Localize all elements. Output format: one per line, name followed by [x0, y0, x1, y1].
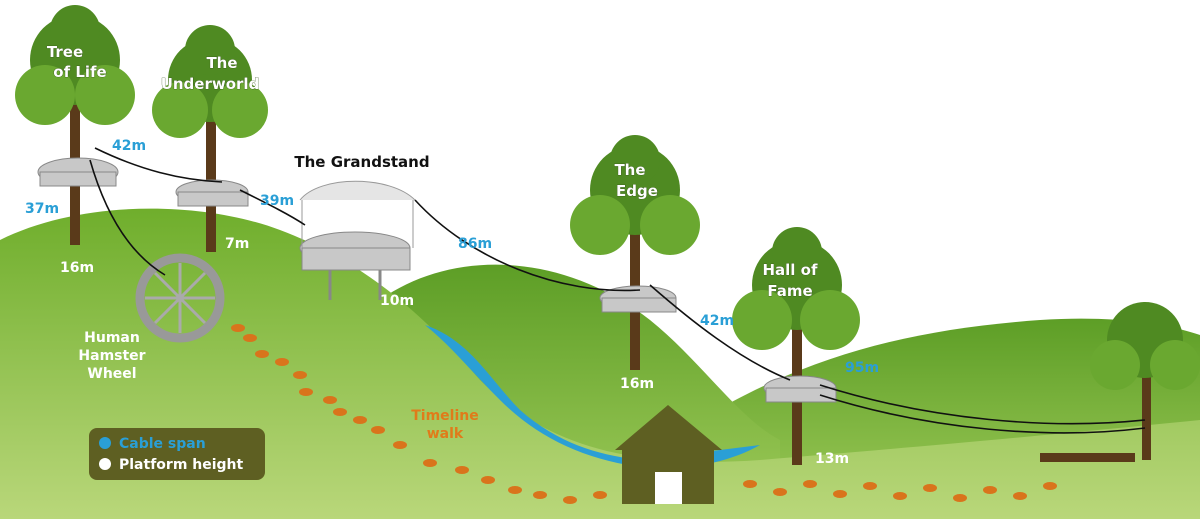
- front-hill: [0, 208, 1200, 519]
- cables: [89, 147, 1146, 434]
- station-name: Fame: [767, 282, 812, 300]
- station-name: Edge: [616, 182, 658, 200]
- station-name: Tree: [47, 43, 83, 61]
- timeline-label: walk: [427, 426, 464, 442]
- legend-cable-span: Cable span: [119, 436, 206, 452]
- cable-span: 95m: [845, 360, 879, 376]
- cable-span: 42m: [700, 313, 734, 329]
- station-name: Hall of: [762, 261, 817, 279]
- station-name: The: [206, 54, 237, 72]
- hamster-wheel-label: Hamster: [78, 348, 145, 364]
- house: [615, 405, 722, 504]
- river: [425, 325, 760, 469]
- hamster-wheel-label: Wheel: [87, 366, 136, 382]
- timeline-footprints: [231, 324, 1057, 504]
- legend-platform-height: Platform height: [119, 457, 244, 473]
- legend: Cable span Platform height: [89, 428, 265, 480]
- bench: [1040, 453, 1135, 462]
- station-name: The: [614, 161, 645, 179]
- hamster-wheel-label: Human: [84, 330, 140, 346]
- tree-end: [1090, 302, 1200, 460]
- cable-span: 86m: [458, 236, 492, 252]
- cable-span-dot-icon: [99, 437, 111, 449]
- station-name: The Grandstand: [294, 153, 429, 171]
- platform-height: 10m: [380, 293, 414, 309]
- platform-height: 16m: [60, 260, 94, 276]
- hamster-wheel-icon: [135, 253, 225, 343]
- timeline-label: Timeline: [411, 408, 479, 424]
- platform-height: 16m: [620, 376, 654, 392]
- station-name: of Life: [53, 63, 106, 81]
- platform-height-dot-icon: [99, 458, 111, 470]
- cable-span: 42m: [112, 138, 146, 154]
- tree-hall-of-fame: [732, 227, 860, 465]
- platform-height: 7m: [225, 236, 249, 252]
- cable-span: 37m: [25, 201, 59, 217]
- cable-span: 39m: [260, 193, 294, 209]
- tree-edge: [570, 135, 700, 370]
- station-name: Underworld: [161, 75, 260, 93]
- platform-height: 13m: [815, 451, 849, 467]
